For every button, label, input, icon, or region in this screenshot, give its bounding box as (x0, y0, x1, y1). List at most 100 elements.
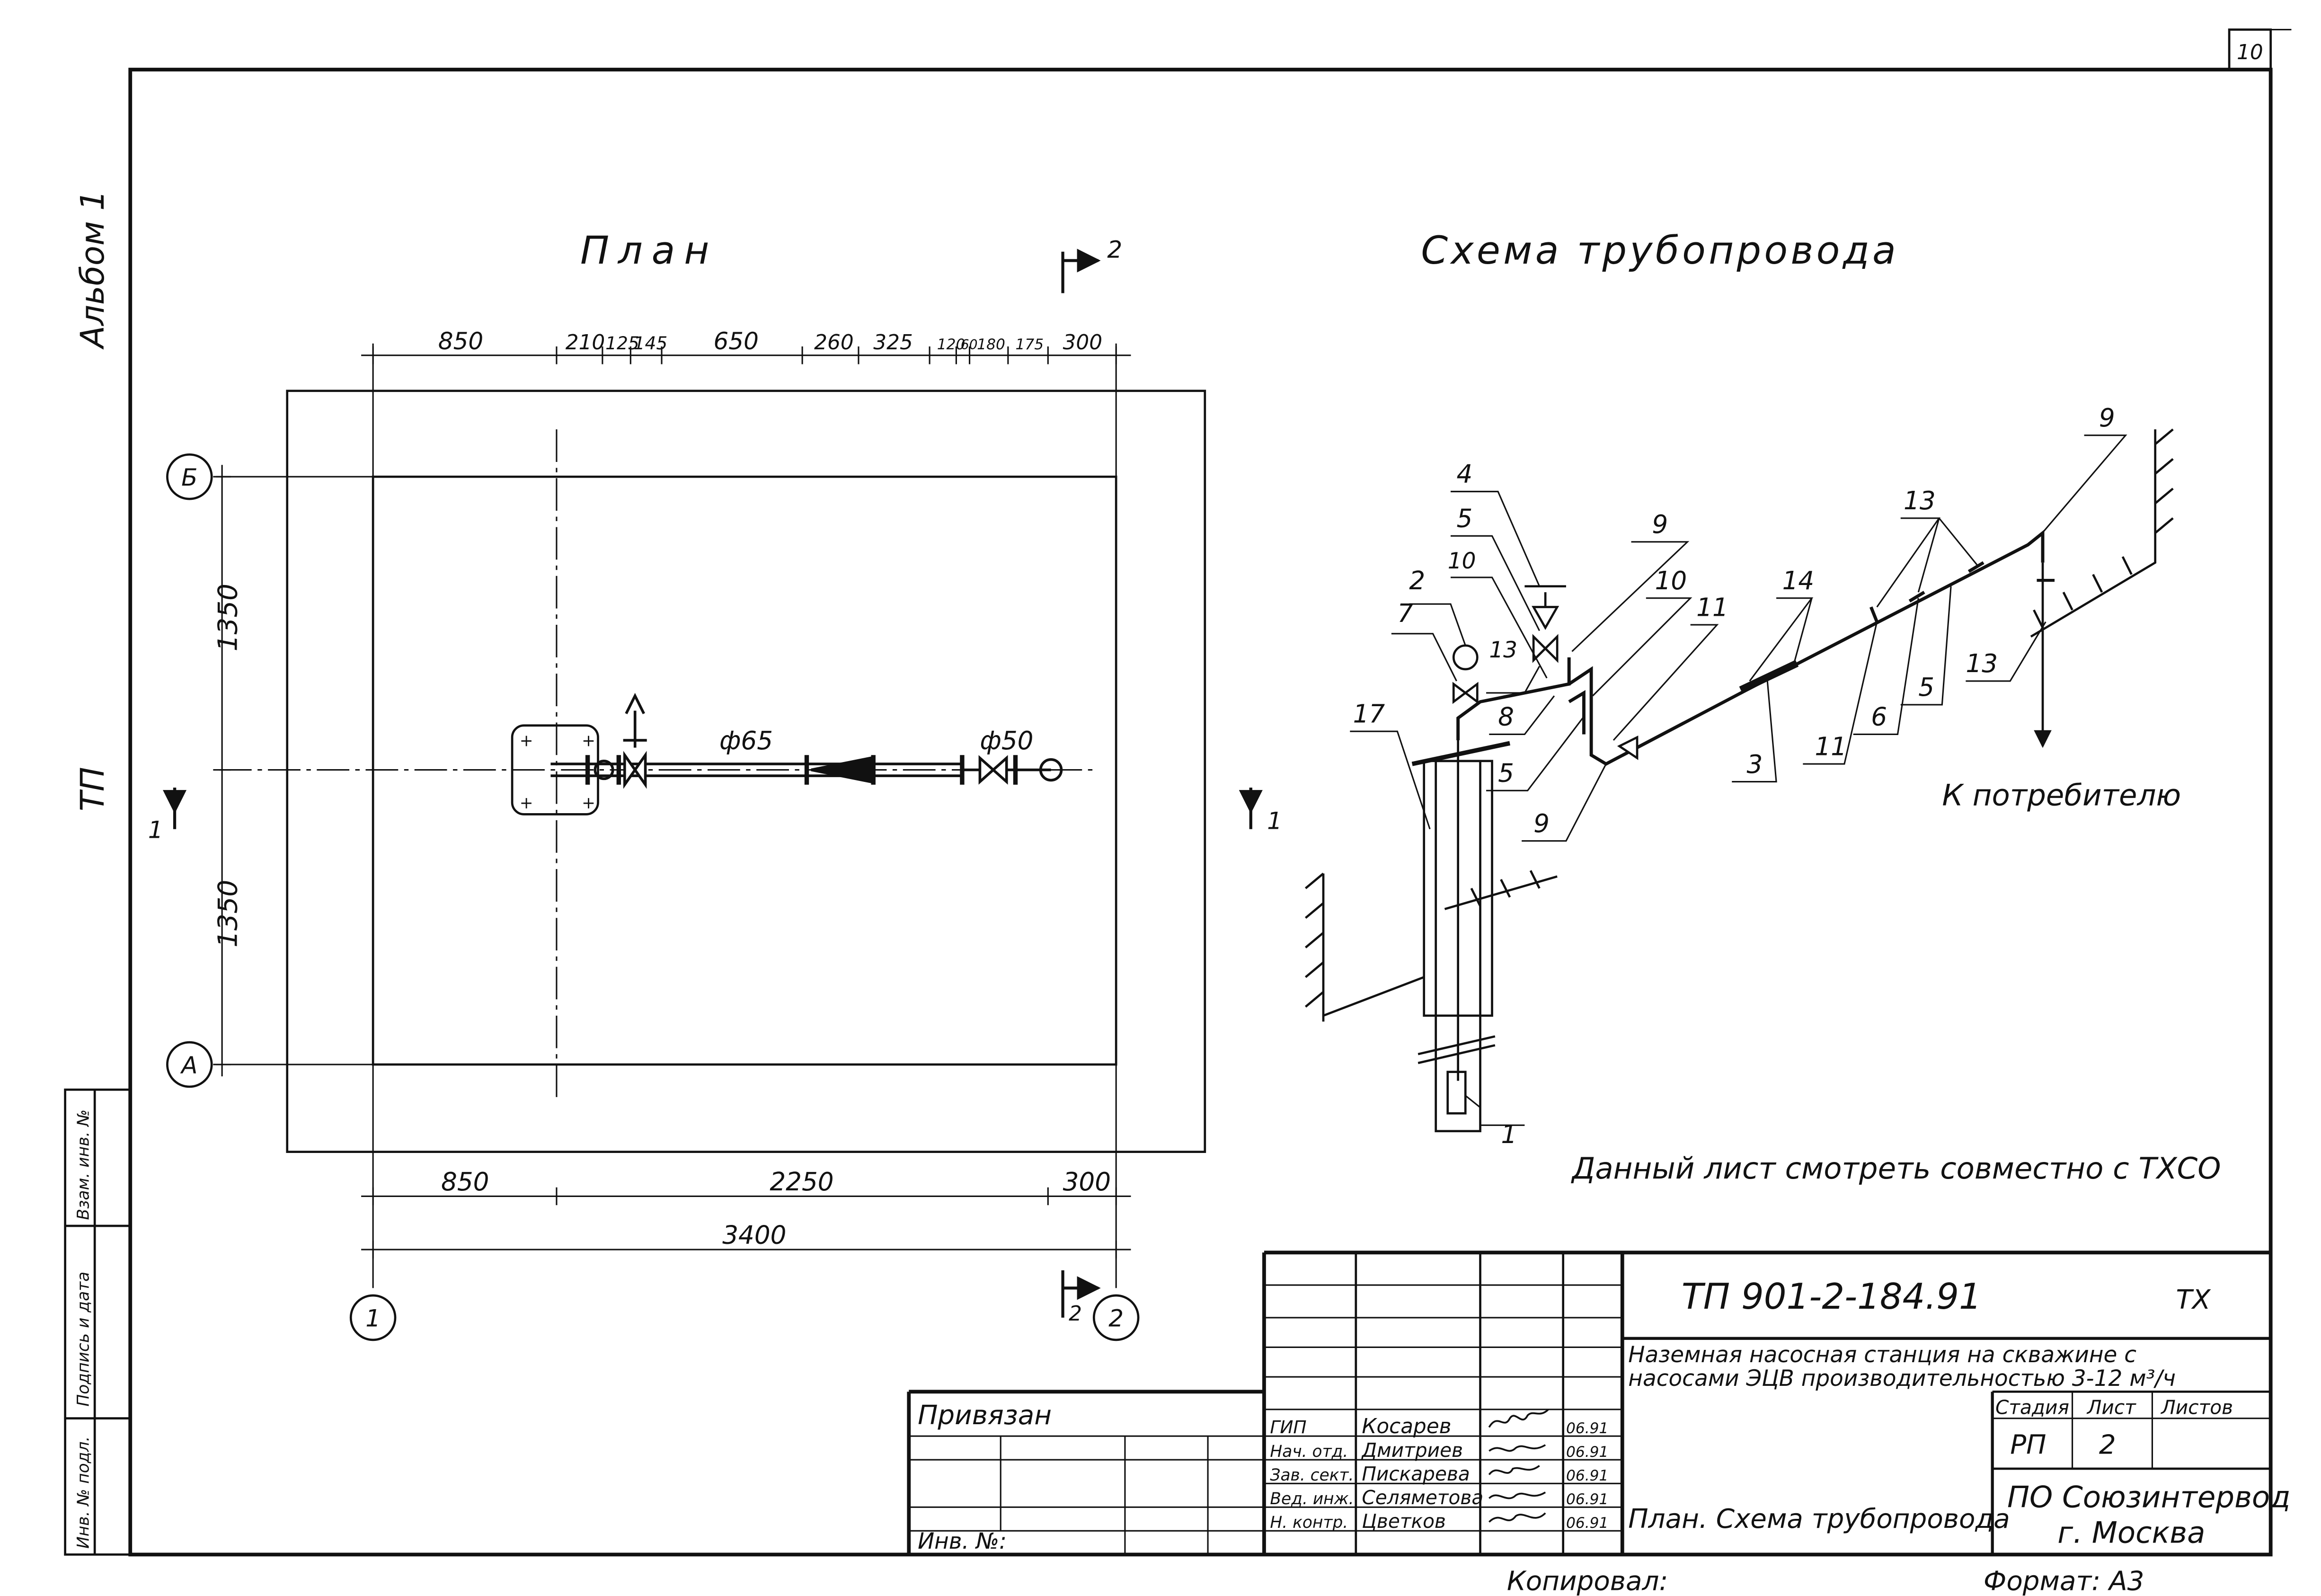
role-3: Вед. инж. (1270, 1490, 1354, 1508)
ground-lines (1304, 428, 2174, 1022)
callout-10a: 10 (1448, 548, 1476, 574)
callout-3: 3 (1747, 750, 1763, 779)
plan-pipeline (550, 692, 1063, 789)
name-4: Цветков (1362, 1510, 1446, 1533)
callout-9a: 9 (1652, 510, 1668, 539)
bottom-dimension-line (361, 1187, 1131, 1259)
role-4: Н. контр. (1270, 1513, 1348, 1532)
format-label: Формат: А3 (1984, 1566, 2144, 1596)
callout-9b: 9 (1533, 809, 1550, 838)
name-1: Дмитриев (1361, 1439, 1463, 1462)
section-mark-2-top (1061, 248, 1101, 293)
sheet-header: Лист (2086, 1396, 2136, 1419)
svg-text:Б: Б (181, 464, 197, 491)
description-line2: насосами ЭЦВ производительностью 3-12 м³… (1628, 1365, 2176, 1392)
callout-1: 1 (1501, 1120, 1517, 1149)
stamp-inv-label: Инв. № подл. (74, 1436, 93, 1549)
sheet-value: 2 (2099, 1430, 2116, 1461)
callout-11a: 11 (1696, 593, 1728, 622)
top-dim-6: 325 (873, 330, 913, 355)
callout-13a: 13 (1489, 637, 1517, 663)
callout-6: 6 (1871, 702, 1887, 732)
svg-text:+: + (582, 732, 595, 751)
sheet-note: Данный лист смотреть совместно с ТХСО (1570, 1151, 2221, 1186)
callout-9c: 9 (2099, 403, 2115, 433)
section-label-2-bottom: 2 (1069, 1302, 1082, 1326)
callout-13b: 13 (1904, 486, 1936, 515)
bottom-dim-0: 850 (441, 1167, 489, 1197)
stage-value: РП (2010, 1430, 2046, 1461)
copied-label: Копировал: (1507, 1566, 1668, 1596)
stamp-replace-label: Взам. инв. № (74, 1109, 93, 1220)
section-label-2-top: 2 (1107, 236, 1122, 263)
name-3: Селяметова (1362, 1486, 1483, 1509)
left-dimension-line (213, 465, 231, 1077)
description-line1: Наземная насосная станция на скважине с (1628, 1342, 2136, 1368)
top-dim-8: 60 (961, 337, 978, 353)
left-dim-bottom: 1350 (213, 880, 243, 948)
callout-13c: 13 (1966, 649, 1998, 678)
plan-axis-lines (216, 343, 1117, 1288)
bottom-dim-2: 300 (1063, 1167, 1111, 1197)
role-0: ГИП (1270, 1417, 1306, 1437)
svg-text:А: А (180, 1052, 197, 1079)
top-dimension-line (361, 346, 1131, 364)
svg-text:1: 1 (365, 1305, 381, 1332)
scheme-title: Схема трубопровода (1421, 229, 1899, 273)
top-dim-2: 125 (605, 333, 639, 354)
callout-2: 2 (1409, 566, 1425, 595)
plan-centerlines (219, 429, 1096, 1103)
callout-5a: 5 (1457, 504, 1473, 533)
scheme-pipeline (1452, 529, 2055, 766)
top-dim-9: 180 (977, 336, 1005, 353)
callout-5b: 5 (1498, 759, 1514, 788)
page-number: 10 (2237, 40, 2263, 64)
top-dim-11: 300 (1063, 330, 1103, 355)
top-dim-7: 120 (937, 336, 966, 353)
doc-code: ТП 901-2-184.91 (1682, 1276, 1982, 1317)
sheet-frame (128, 28, 2292, 1557)
callout-leaders (1350, 434, 2127, 1126)
callout-8: 8 (1498, 702, 1514, 732)
top-dim-10: 175 (1016, 336, 1044, 353)
svg-text:+: + (520, 732, 533, 751)
axis-bubble-b: Б (166, 453, 213, 500)
plan-title: План (580, 229, 718, 273)
axis-bubble-2: 2 (1092, 1294, 1140, 1341)
svg-text:2: 2 (1108, 1305, 1124, 1332)
callout-14: 14 (1782, 566, 1815, 595)
date-1: 06.91 (1566, 1444, 1609, 1461)
svg-text:+: + (520, 794, 533, 813)
date-3: 06.91 (1566, 1491, 1609, 1508)
callout-17: 17 (1353, 699, 1385, 728)
stage-header: Стадия (1995, 1396, 2069, 1419)
well-head: + + + + (511, 724, 599, 816)
album-label: Альбом 1 (74, 190, 112, 350)
top-dim-3: 145 (634, 333, 668, 354)
date-0: 06.91 (1566, 1420, 1609, 1437)
section-label-1-right: 1 (1267, 807, 1282, 835)
left-dim-top: 1350 (213, 584, 243, 651)
role-2: Зав. сект. (1270, 1466, 1354, 1485)
consumer-label: К потребителю (1942, 778, 2181, 813)
stamp-sign-label: Подпись и дата (74, 1272, 93, 1407)
date-2: 06.91 (1566, 1467, 1609, 1484)
top-dim-4: 650 (713, 328, 758, 355)
top-dim-1: 210 (566, 330, 605, 355)
callout-10b: 10 (1655, 566, 1687, 595)
doc-mark: ТХ (2176, 1285, 2211, 1315)
section-mark-2-bottom (1061, 1270, 1101, 1318)
tied-label: Привязан (918, 1400, 1052, 1431)
role-1: Нач. отд. (1270, 1442, 1348, 1461)
callout-4: 4 (1457, 460, 1473, 489)
name-0: Косарев (1362, 1414, 1451, 1438)
well-casing (1411, 725, 1511, 1133)
tp-margin-label: ТП (74, 767, 112, 811)
pipe-label-50: ф50 (980, 726, 1033, 755)
pipe-label-65: ф65 (719, 726, 773, 755)
svg-text:+: + (582, 794, 595, 813)
bottom-dim-1: 2250 (770, 1167, 833, 1197)
title-block (907, 1250, 2271, 1555)
top-dim-5: 260 (814, 330, 854, 355)
